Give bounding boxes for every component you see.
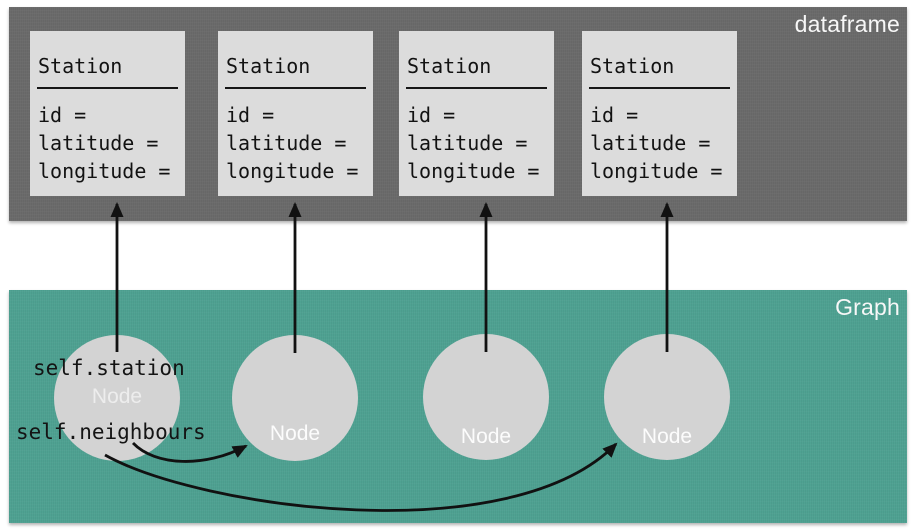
station-card-title: Station — [225, 54, 366, 89]
station-card-title: Station — [37, 54, 178, 89]
dataframe-section-label: dataframe — [794, 11, 900, 37]
station-field-longitude: longitude = — [38, 159, 171, 183]
node-circle — [54, 335, 180, 461]
station-field-latitude: latitude = — [226, 131, 347, 155]
station-card: Station id = latitude = longitude = — [582, 31, 737, 196]
node-label: Node — [460, 425, 512, 448]
self-station-label: self.station — [33, 356, 185, 380]
station-field-id: id = — [407, 103, 456, 127]
station-card: Station id = latitude = longitude = — [399, 31, 554, 196]
station-field-longitude: longitude = — [590, 159, 723, 183]
node-circle — [604, 334, 730, 460]
node-label: Node — [641, 425, 693, 448]
node-circle — [232, 335, 358, 461]
graph-section-label: Graph — [835, 294, 900, 320]
station-field-longitude: longitude = — [226, 159, 359, 183]
station-card-fields: id = latitude = longitude = — [225, 101, 366, 185]
station-card: Station id = latitude = longitude = — [30, 31, 185, 196]
station-card-fields: id = latitude = longitude = — [589, 101, 730, 185]
station-card-fields: id = latitude = longitude = — [37, 101, 178, 185]
node-label: Node — [91, 385, 143, 408]
station-card-fields: id = latitude = longitude = — [406, 101, 547, 185]
station-card-title: Station — [406, 54, 547, 89]
station-field-latitude: latitude = — [590, 131, 711, 155]
node-label: Node — [269, 422, 321, 445]
station-field-latitude: latitude = — [407, 131, 528, 155]
station-card: Station id = latitude = longitude = — [218, 31, 373, 196]
station-card-title: Station — [589, 54, 730, 89]
self-neighbours-label: self.neighbours — [16, 420, 206, 444]
station-field-latitude: latitude = — [38, 131, 159, 155]
station-field-id: id = — [590, 103, 639, 127]
node-circle — [423, 334, 549, 460]
station-field-id: id = — [226, 103, 275, 127]
station-field-longitude: longitude = — [407, 159, 540, 183]
station-field-id: id = — [38, 103, 87, 127]
